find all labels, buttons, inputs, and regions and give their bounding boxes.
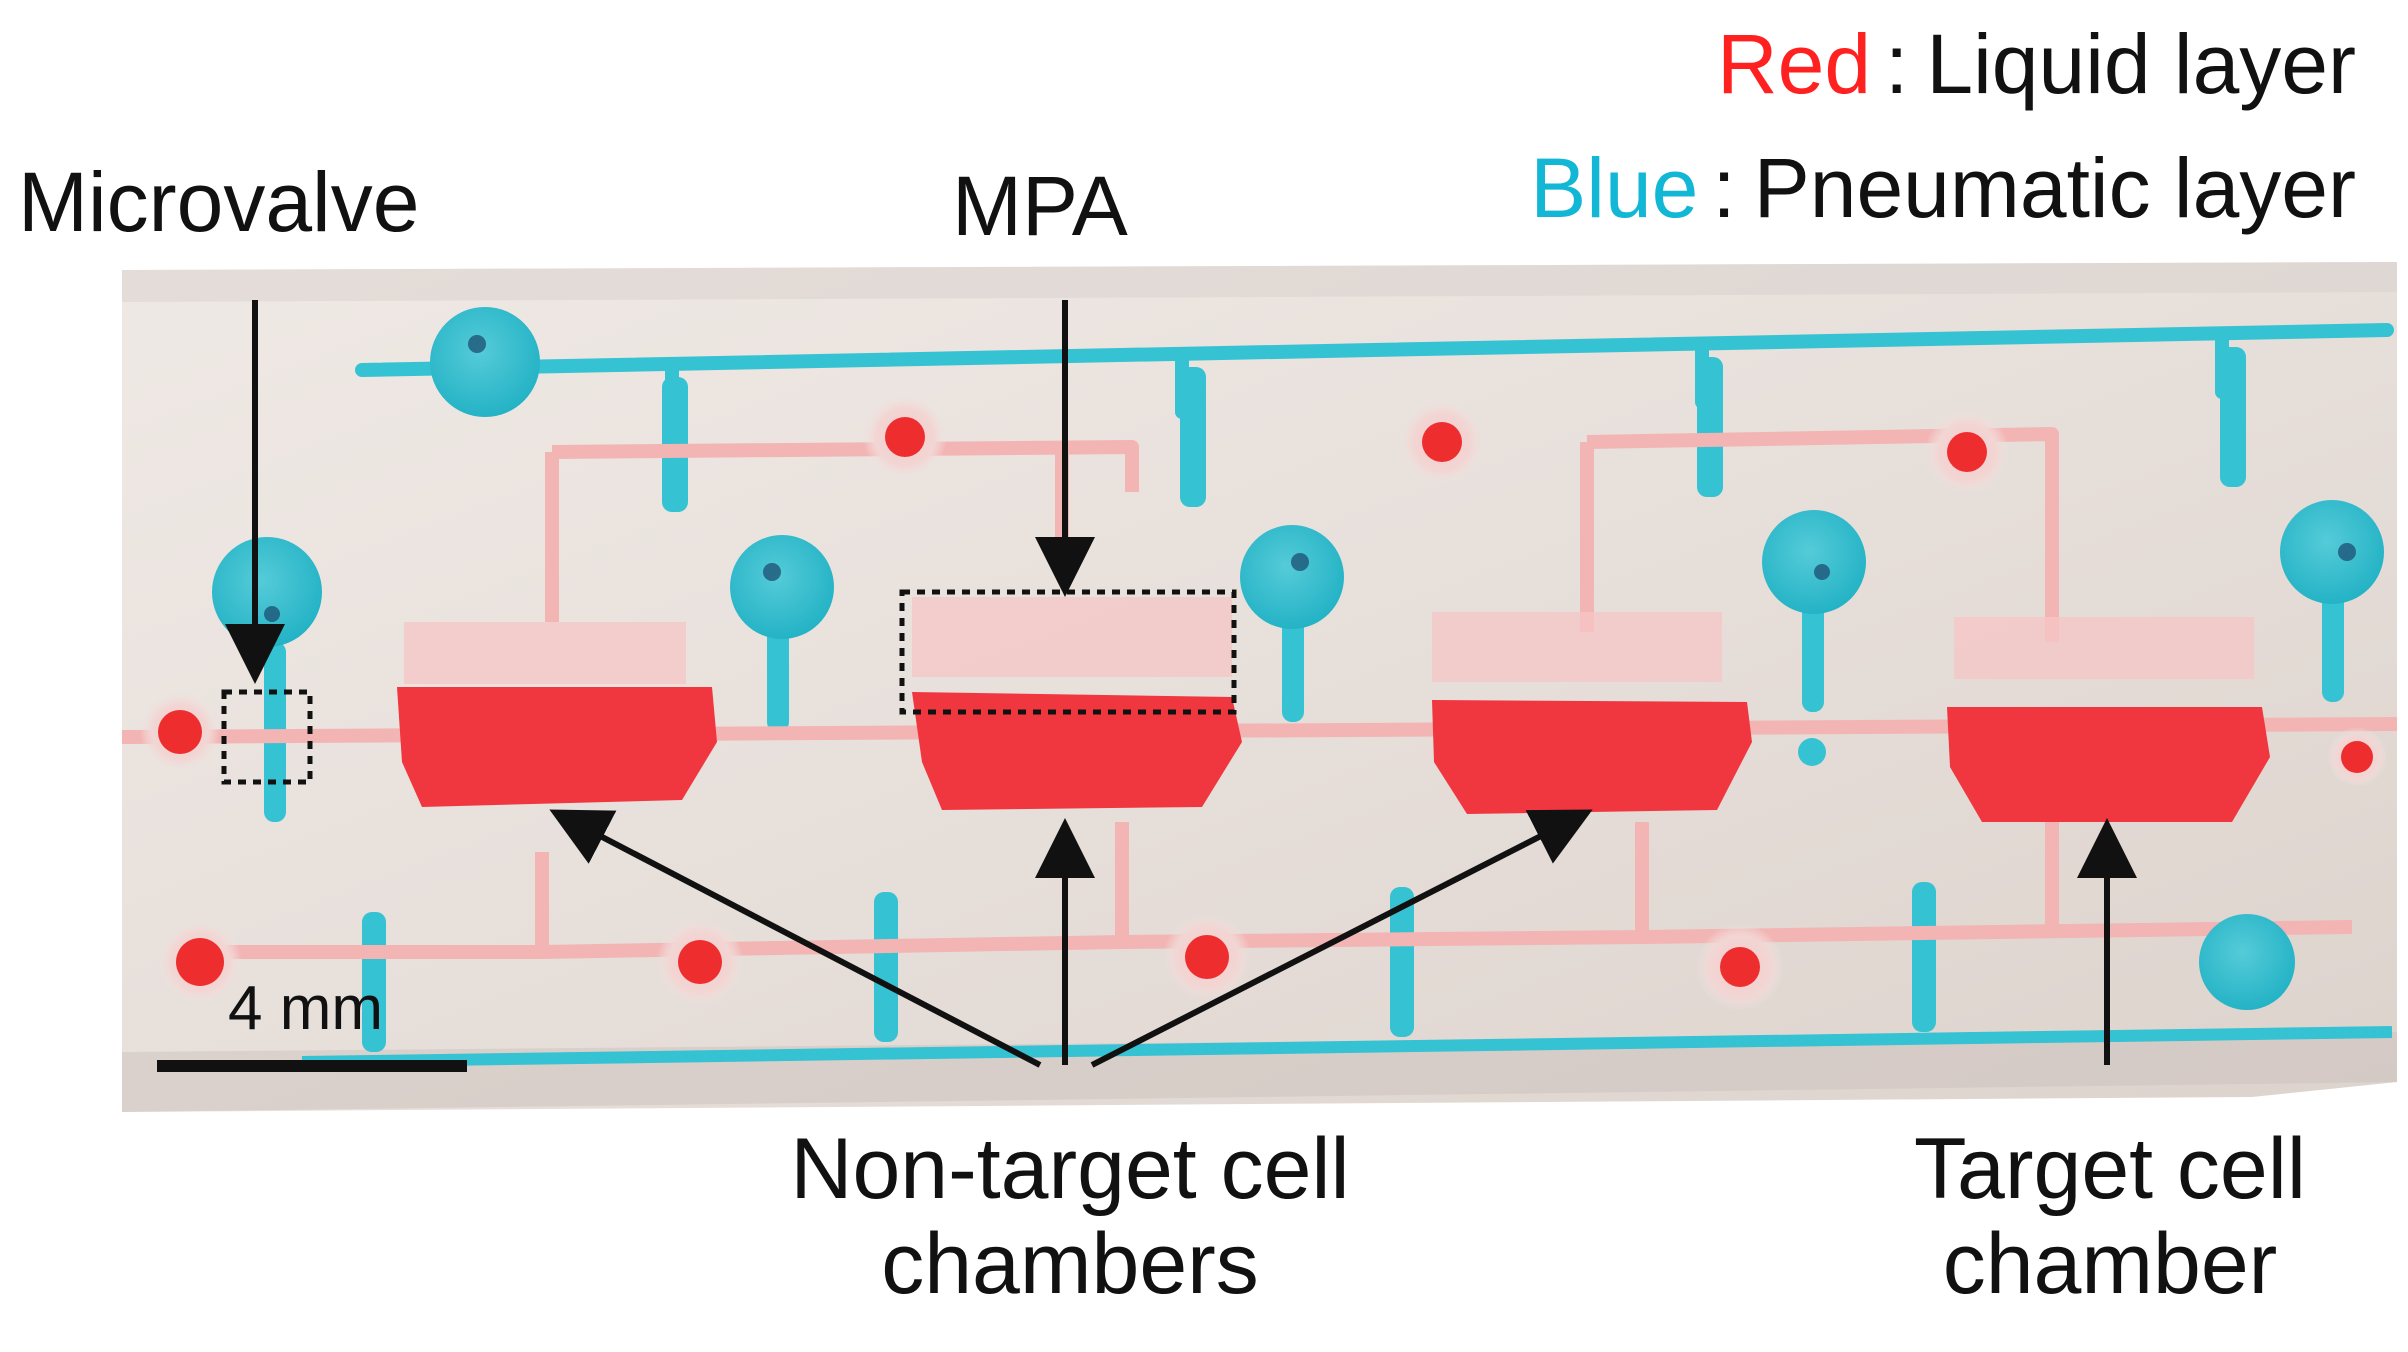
chip-substrate bbox=[122, 262, 2397, 1112]
legend-red-description: Liquid layer bbox=[1926, 17, 2356, 111]
microvalve-label: Microvalve bbox=[18, 155, 420, 249]
legend-separator: : bbox=[1712, 141, 1736, 235]
non-target-chamber-1 bbox=[397, 687, 717, 807]
microvalve-highlight-box bbox=[221, 689, 313, 785]
non-target-chamber-2 bbox=[912, 692, 1242, 810]
legend-separator: : bbox=[1885, 17, 1909, 111]
port-specks bbox=[264, 335, 2356, 622]
legend-blue-description: Pneumatic layer bbox=[1753, 141, 2356, 235]
chip-edge-shadow bbox=[122, 262, 2397, 302]
target-chamber-label-line2: chamber bbox=[1942, 1215, 2278, 1312]
scale-bar-label: 4 mm bbox=[228, 974, 383, 1043]
non-target-chambers-label-line1: Non-target cell bbox=[790, 1121, 1350, 1217]
target-chamber-label-line1: Target cell bbox=[1914, 1121, 2306, 1217]
liquid-ports bbox=[140, 395, 2387, 1011]
pneumatic-bottom-rail bbox=[301, 1026, 2393, 1068]
liquid-chambers bbox=[397, 687, 2270, 822]
non-target-chambers-label-line2: chambers bbox=[881, 1215, 1259, 1312]
non-target-chamber-3 bbox=[1432, 700, 1752, 814]
arrow-to-chamber-1 bbox=[549, 809, 1042, 1068]
mpa-label: MPA bbox=[952, 159, 1128, 253]
legend-red-row: Red:Liquid layer bbox=[1717, 22, 2356, 106]
scale-bar bbox=[157, 1060, 467, 1072]
legend-red-key: Red bbox=[1716, 17, 1872, 111]
legend-blue-key: Blue bbox=[1530, 141, 1699, 235]
arrow-to-chamber-3 bbox=[1090, 809, 1593, 1068]
pneumatic-ports bbox=[212, 307, 2384, 1010]
target-chamber-label: Target cell chamber bbox=[1860, 1122, 2360, 1311]
chamber-outlines bbox=[404, 597, 2254, 684]
legend-blue-row: Blue:Pneumatic layer bbox=[1530, 146, 2356, 230]
target-chamber bbox=[1947, 707, 2270, 822]
non-target-chambers-label: Non-target cell chambers bbox=[740, 1122, 1400, 1311]
